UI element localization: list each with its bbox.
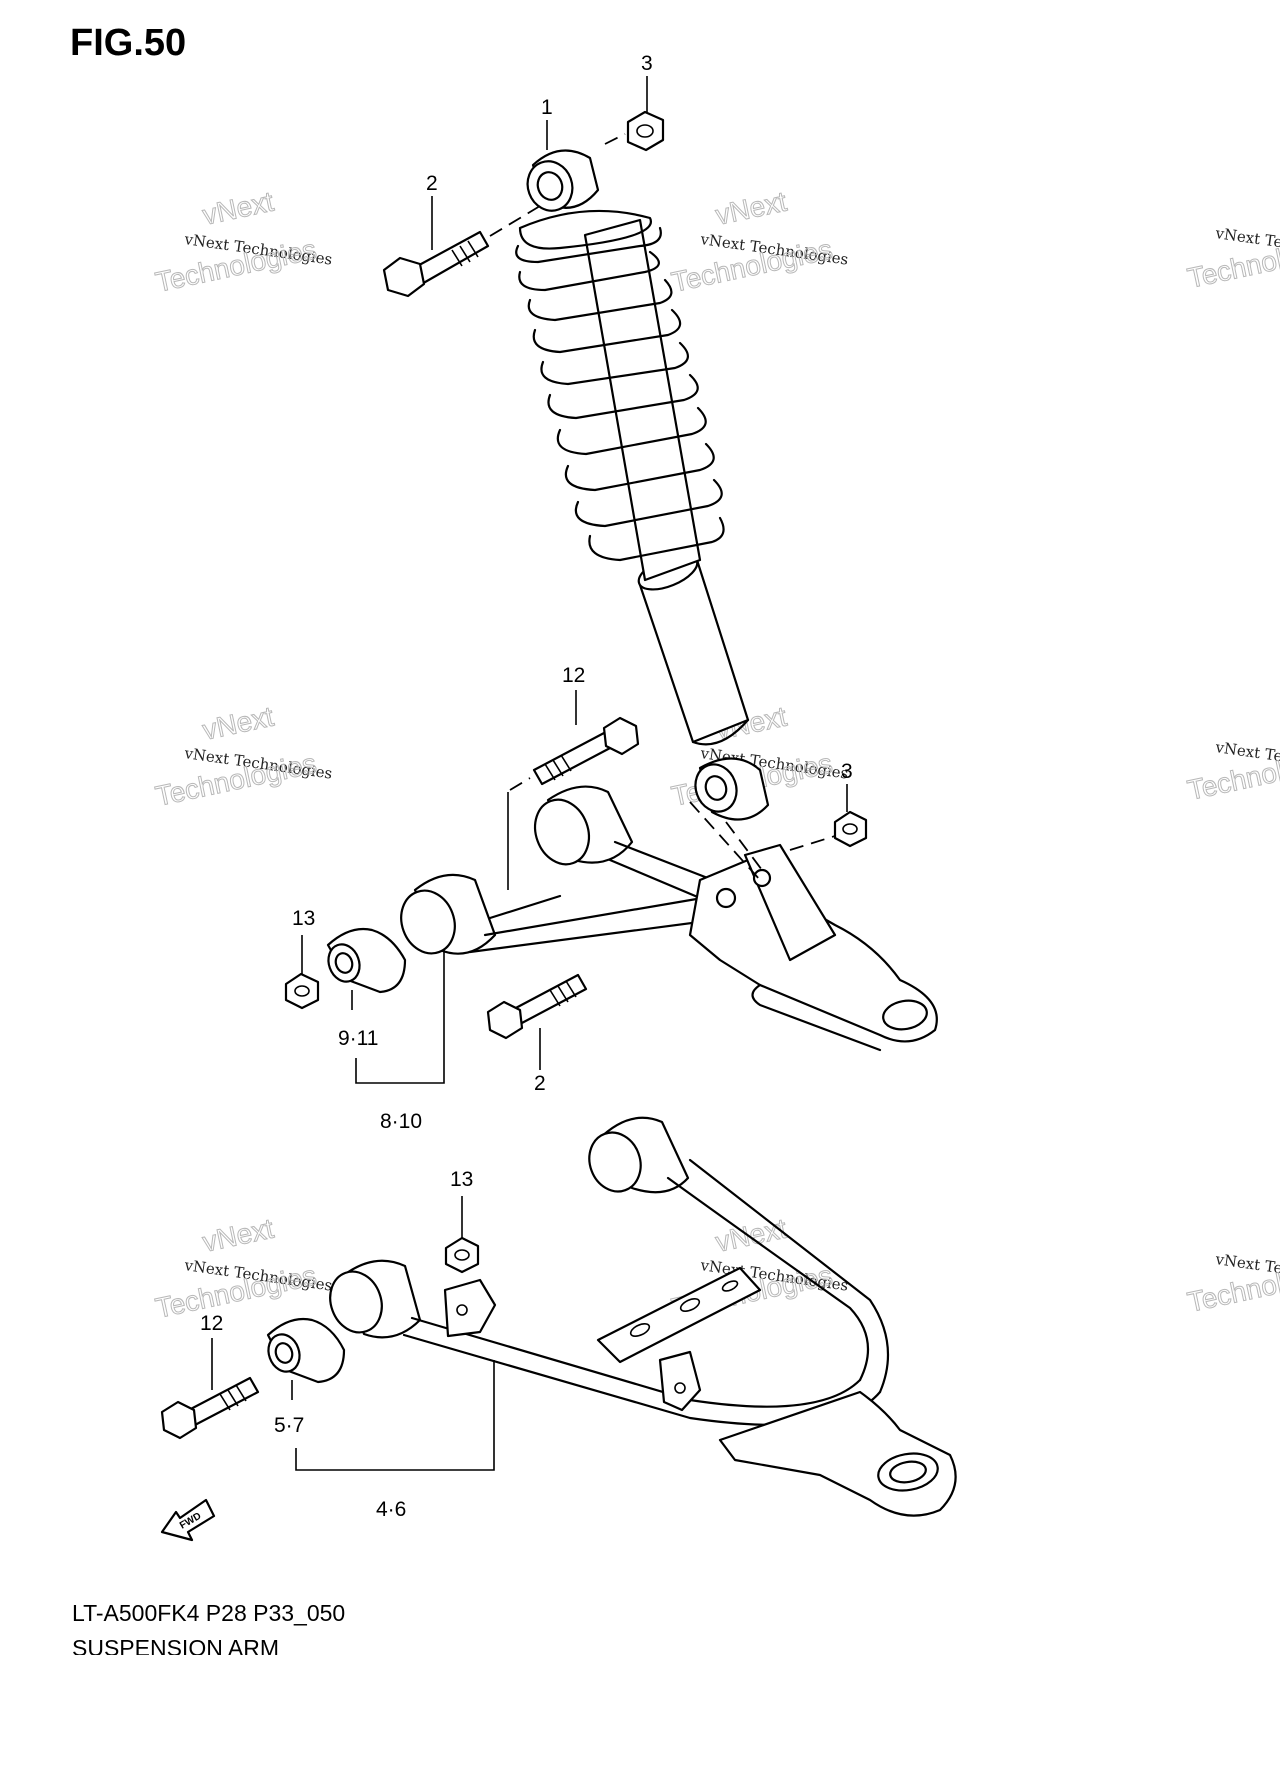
callout-2-mid: 2: [534, 1072, 546, 1095]
top-nut: [604, 110, 665, 152]
callout-4-6: 4·6: [376, 1498, 406, 1521]
svg-text:vNext: vNext: [200, 1213, 277, 1258]
callout-3-top: 3: [641, 52, 653, 75]
watermark-top-center: vNext vNext Technologies Technologies: [668, 185, 849, 298]
callout-2-top: 2: [426, 172, 438, 195]
bracket-4-6: [295, 1360, 495, 1471]
low-nut-13: [444, 1236, 480, 1274]
watermark-mid-left: vNext vNext Technologies Technologies: [152, 700, 333, 812]
figure-title: FIG.50: [70, 22, 187, 64]
upper-arm: [400, 785, 938, 1052]
figure-name: SUSPENSION ARM: [72, 1635, 280, 1655]
coil-spring: [515, 209, 725, 562]
callout-9-11: 9·11: [338, 1027, 378, 1050]
callout-3-mid: 3: [841, 760, 853, 783]
bracket-8-10: [355, 950, 445, 1084]
svg-text:vNext: vNext: [200, 186, 277, 231]
watermark-top-right: vNext Technologies Technologies: [1184, 224, 1280, 294]
callout-5-7: 5·7: [274, 1414, 304, 1437]
mid-nut: [833, 810, 868, 848]
low-bolt-12: [160, 1376, 260, 1440]
top-bolt: [382, 205, 541, 298]
low-bushing: [266, 1317, 346, 1384]
svg-text:vNext: vNext: [713, 186, 790, 231]
callout-12-low: 12: [200, 1312, 223, 1335]
mid-bolt-12: [509, 716, 640, 791]
shock-absorber: [515, 149, 770, 821]
fwd-direction-arrow: FWD: [160, 1498, 216, 1542]
lower-eye: [694, 757, 770, 821]
watermark-low-right: vNext Technologies Technologies: [1184, 1250, 1280, 1318]
lower-arm: [329, 1116, 957, 1517]
callout-12-mid: 12: [562, 664, 585, 687]
callout-1: 1: [541, 96, 553, 119]
figure-code: LT-A500FK4 P28 P33_050: [72, 1600, 346, 1626]
mid-bolt-2: [486, 973, 588, 1040]
mid-nut-13: [284, 972, 320, 1010]
callout-13-low: 13: [450, 1168, 473, 1191]
callout-8-10: 8·10: [380, 1110, 422, 1133]
watermark-top-left: vNext vNext Technologies Technologies: [152, 185, 333, 298]
callout-13-mid: 13: [292, 907, 315, 930]
watermark-mid-right: vNext Technologies Technologies: [1184, 738, 1280, 806]
top-bushing: [526, 149, 600, 212]
mid-bushing: [326, 927, 407, 994]
svg-text:vNext: vNext: [200, 701, 277, 746]
watermark-low-left: vNext vNext Technologies Technologies: [152, 1212, 333, 1324]
